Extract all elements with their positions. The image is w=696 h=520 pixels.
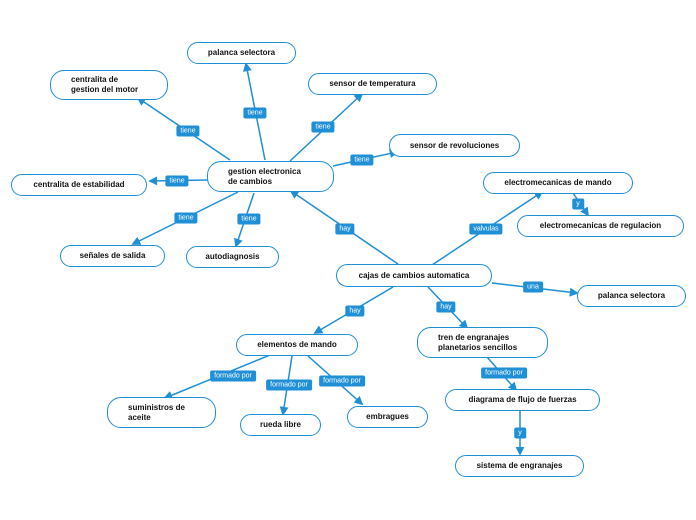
node-gestion-electronica[interactable]: gestion electronica de cambios: [207, 161, 334, 192]
link-label-hay: hay: [436, 301, 456, 313]
node-rueda-libre[interactable]: rueda libre: [240, 414, 321, 436]
link-label-hay: hay: [345, 305, 365, 317]
node-senales-salida[interactable]: señales de salida: [60, 245, 165, 267]
node-centralita-estabilidad[interactable]: centralita de estabilidad: [11, 174, 147, 196]
node-centralita-gestion-motor[interactable]: centralita de gestion del motor: [50, 70, 168, 100]
node-palanca-selectora-right[interactable]: palanca selectora: [577, 285, 686, 307]
node-sistema-engranajes[interactable]: sistema de engranajes: [455, 455, 584, 477]
link-label-y: y: [514, 427, 526, 439]
node-elementos-mando[interactable]: elementos de mando: [236, 334, 358, 356]
link-label-valvulas: valvulas: [469, 223, 503, 235]
link-label-hay: hay: [335, 223, 355, 235]
node-electromecanicas-regulacion[interactable]: electromecanicas de regulacion: [517, 215, 684, 237]
link-label-formado-por: formado por: [319, 375, 365, 387]
node-tren-engranajes[interactable]: tren de engranajes planetarios sencillos: [417, 327, 548, 358]
node-electromecanicas-mando[interactable]: electromecanicas de mando: [483, 172, 633, 194]
link-label-tiene: tiene: [174, 212, 198, 224]
link-label-formado-por: formado por: [266, 379, 312, 391]
link-label-tiene: tiene: [176, 125, 200, 137]
node-diagrama-flujo-fuerzas[interactable]: diagrama de flujo de fuerzas: [445, 389, 600, 411]
link-label-tiene: tiene: [350, 154, 374, 166]
node-suministros-aceite[interactable]: suministros de aceite: [107, 397, 216, 428]
link-label-tiene: tiene: [237, 213, 261, 225]
link-label-una: una: [523, 281, 543, 293]
node-cajas-cambios-automatica[interactable]: cajas de cambios automatica: [336, 264, 492, 287]
link-label-tiene: tiene: [165, 175, 189, 187]
node-sensor-temperatura[interactable]: sensor de temperatura: [308, 73, 437, 95]
node-palanca-selectora-top[interactable]: palanca selectora: [187, 42, 296, 64]
link-label-tiene: tiene: [243, 107, 267, 119]
link-label-tiene: tiene: [311, 121, 335, 133]
link-label-formado-por: formado por: [210, 370, 256, 382]
link-label-y: y: [572, 198, 584, 210]
link-label-formado-por: formado por: [481, 367, 527, 379]
node-sensor-revoluciones[interactable]: sensor de revoluciones: [389, 134, 520, 157]
node-autodiagnosis[interactable]: autodiagnosis: [186, 246, 279, 268]
node-embragues[interactable]: embragues: [347, 406, 428, 428]
